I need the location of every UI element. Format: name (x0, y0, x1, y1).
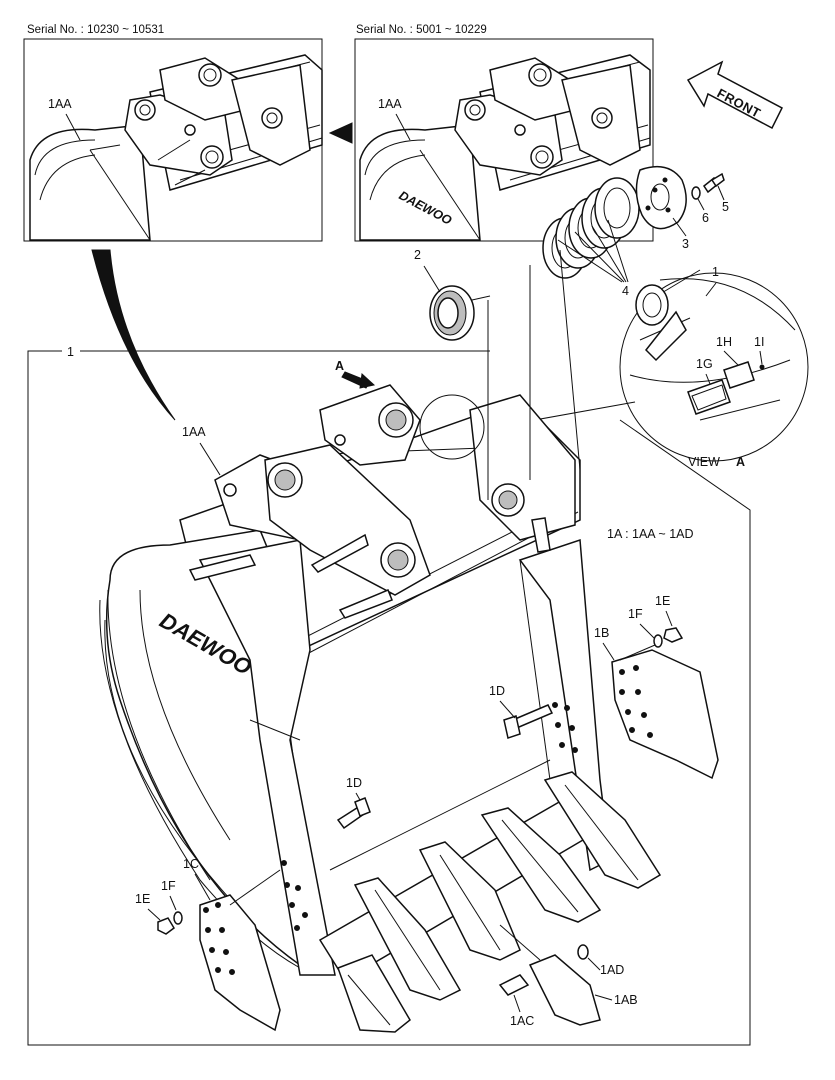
side-cutter-left: 1C 1F 1E (135, 857, 281, 1032)
callout-main-1AA: 1AA (182, 425, 206, 439)
part-2-bushing: 2 (414, 248, 491, 341)
callout-view-1H: 1H (716, 335, 732, 349)
part-3-plate: 3 (635, 165, 689, 251)
callout-3: 3 (682, 237, 689, 251)
bolt-left-1D: 1D (336, 776, 371, 830)
callout-view-1I: 1I (754, 335, 764, 349)
side-cutter-right: 1B 1F 1E (594, 594, 719, 780)
callout-right-1B: 1B (594, 626, 609, 640)
detached-tooth (498, 924, 601, 1026)
callout-inset-left-1AA: 1AA (48, 97, 72, 111)
part-5-bolt: 5 (702, 172, 729, 214)
callout-1AB: 1AB (614, 993, 638, 1007)
callout-left-1F: 1F (161, 879, 176, 893)
tooth-4 (480, 807, 602, 923)
view-letter: A (736, 455, 745, 469)
callout-1AD: 1AD (600, 963, 624, 977)
callout-left-1D: 1D (346, 776, 362, 790)
serial-right-label: Serial No. : 5001 ~ 10229 (356, 24, 487, 36)
callout-left-1E: 1E (135, 892, 150, 906)
callout-left-1C: 1C (183, 857, 199, 871)
view-arrow-letter: A (335, 359, 344, 373)
callout-2: 2 (414, 248, 421, 262)
view-label: VIEW (688, 455, 720, 469)
inset-left-bucket-drawing: 1AA (29, 54, 323, 241)
callout-inset-right-1AA: 1AA (378, 97, 402, 111)
inset-right-bucket-drawing: DAEWOO 1AA (359, 54, 651, 241)
callout-right-1D: 1D (489, 684, 505, 698)
callout-6: 6 (702, 211, 709, 225)
bucket-teeth: 1AD 1AB 1AC (337, 771, 662, 1033)
part-4-shims: 4 (542, 177, 640, 298)
part-6-washer: 6 (691, 186, 709, 225)
inset-right-frame: Serial No. : 5001 ~ 10229 (354, 24, 654, 242)
callout-main-1: 1 (67, 345, 74, 359)
callout-right-1F: 1F (628, 607, 643, 621)
sweep-pointer (91, 249, 176, 421)
front-direction-arrow: FRONT (686, 60, 783, 130)
callout-4: 4 (622, 284, 629, 298)
tooth-1 (337, 954, 411, 1033)
bolt-right-1D: 1D (489, 684, 554, 739)
callout-view-1: 1 (712, 265, 719, 279)
callout-1AC: 1AC (510, 1014, 534, 1028)
inset-pointer-arrow (328, 122, 353, 144)
callout-5: 5 (722, 200, 729, 214)
main-assembly-frame: 1 (27, 345, 751, 1046)
tooth-5 (543, 771, 662, 889)
callout-view-1G: 1G (696, 357, 713, 371)
tooth-2 (353, 877, 462, 1001)
tooth-3 (418, 841, 521, 961)
view-a-detail: 1 1H 1I 1G VIEW A (467, 265, 809, 469)
serial-left-label: Serial No. : 10230 ~ 10531 (27, 24, 164, 36)
group-range-note: 1A : 1AA ~ 1AD (607, 527, 694, 541)
callout-right-1E: 1E (655, 594, 670, 608)
